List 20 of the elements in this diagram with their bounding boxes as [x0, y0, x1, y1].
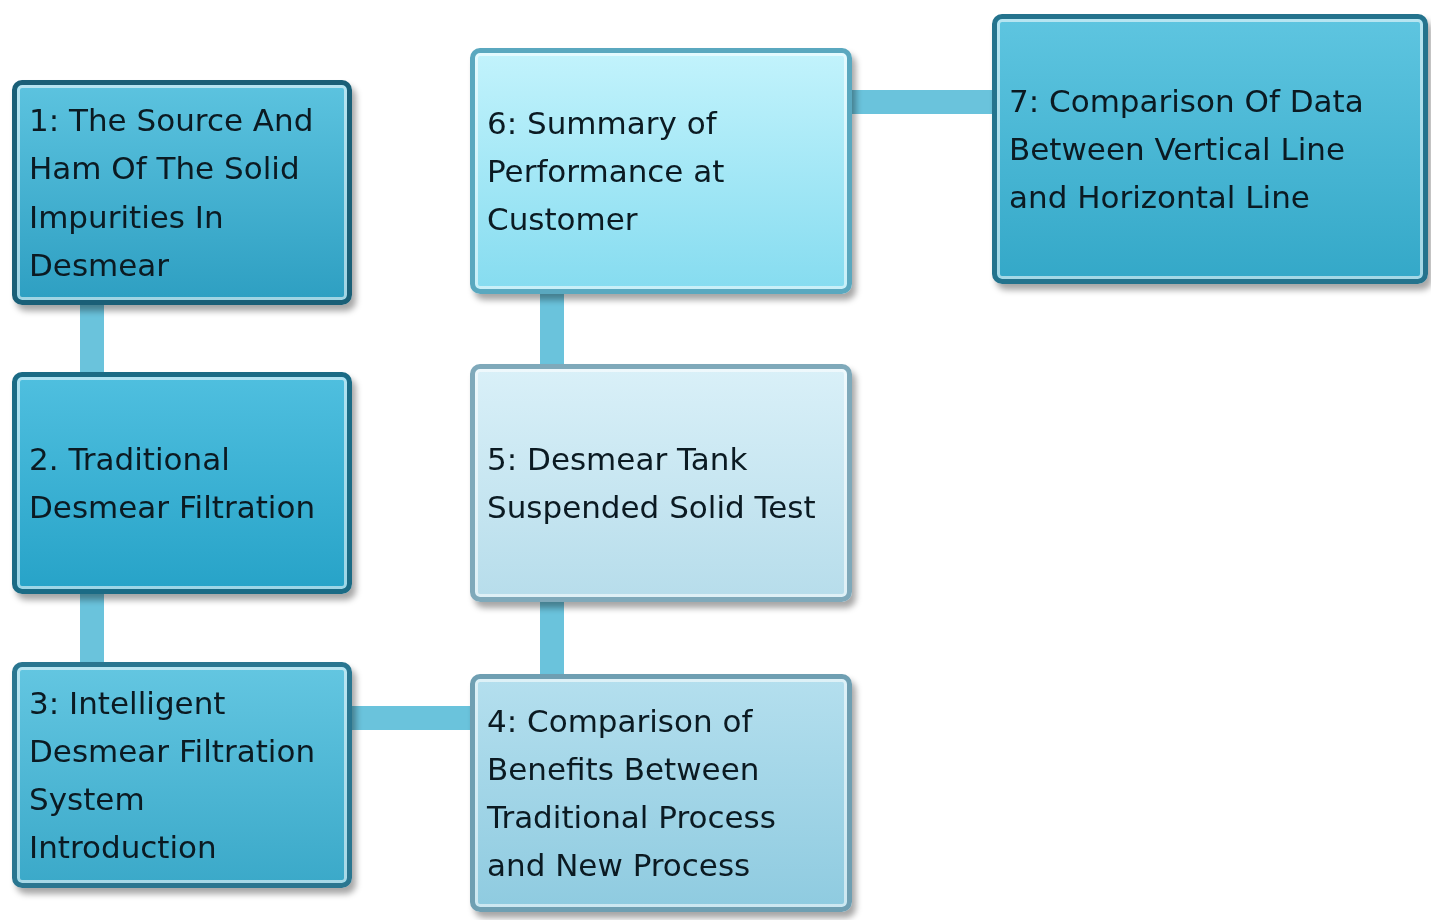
topic-title: 1: The Source And Ham Of The Solid Impurities In Desmear [29, 101, 315, 285]
topic-box [12, 372, 352, 594]
topic-box [992, 14, 1428, 284]
topic-title: 7: Comparison Of Data Between Vertical Line and Horizontal Line [1009, 81, 1365, 217]
topic-box [470, 674, 852, 912]
connector-bar [80, 305, 104, 372]
topic-title: 4: Comparison of Benefits Between Traditional Process and New Process [487, 701, 777, 886]
connector-bar [80, 594, 104, 662]
connector-bar [352, 706, 470, 730]
topic-title: 5: Desmear Tank Suspended Solid Test [487, 439, 817, 527]
connector-bar [852, 90, 992, 114]
connector-bar [540, 602, 564, 674]
topic-title: 3: Intelligent Desmear Filtration System Introduction [29, 683, 317, 868]
topic-title: 6: Summary of Performance at Customer [487, 103, 726, 239]
topic-box [12, 80, 352, 305]
topic-box [470, 364, 852, 602]
topic-box [470, 48, 852, 294]
topic-box [12, 662, 352, 888]
connector-bar [540, 294, 564, 364]
topic-title: 2. Traditional Desmear Filtration [29, 439, 317, 527]
